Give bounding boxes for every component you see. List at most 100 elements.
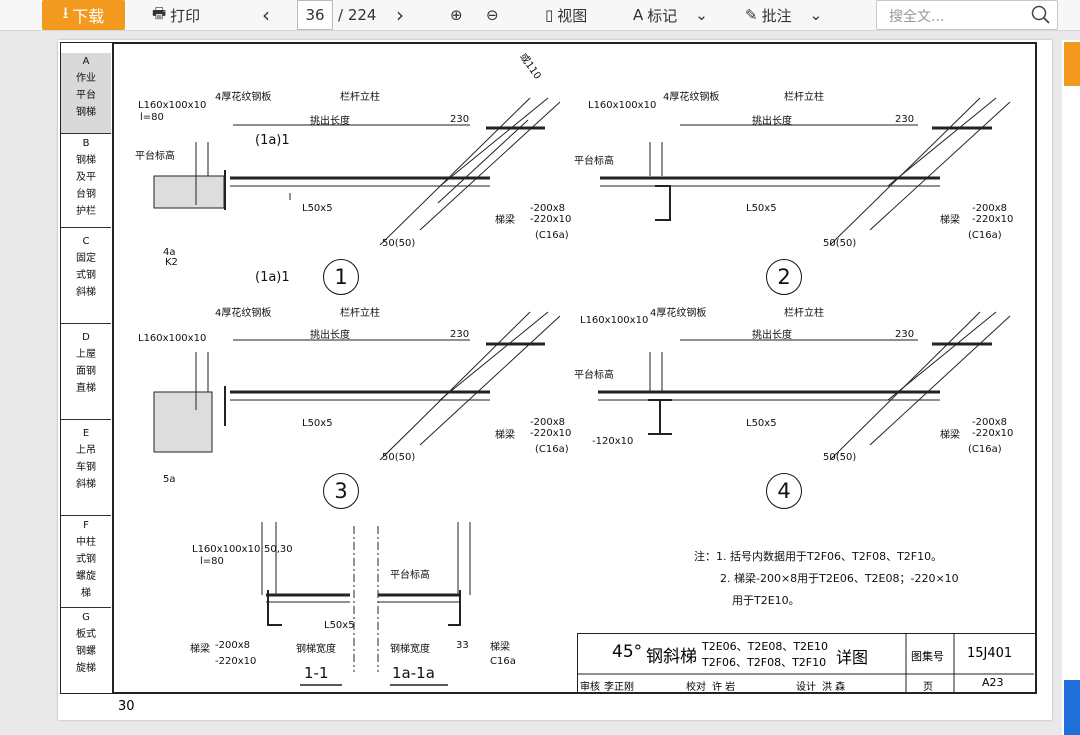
label-beam-4: 梯梁 — [940, 430, 960, 441]
label-width-1: 钢梯宽度 — [296, 644, 336, 655]
label-beam-a-2: -200x8 — [972, 203, 1007, 214]
label-angle-small: L50x5 — [302, 203, 333, 214]
label-beam-a-s: -200x8 — [215, 640, 250, 651]
page-number-input[interactable]: 36 — [297, 0, 333, 30]
label-post-2: 栏杆立柱 — [784, 92, 824, 103]
zoom-in-icon: ⊕ — [450, 6, 463, 24]
view-button[interactable]: ▯视图 — [545, 6, 588, 25]
zoom-out-button[interactable]: ⊖ — [486, 0, 499, 30]
label-section-1a: (1a)1 — [255, 133, 290, 148]
reviewer: 李正刚 — [604, 682, 634, 693]
label-plate-2: 4厚花纹钢板 — [663, 92, 720, 103]
label-33: 33 — [456, 640, 469, 651]
search-input[interactable]: 搜全文... — [876, 0, 1058, 30]
label-post: 栏杆立柱 — [340, 92, 380, 103]
label-angle-small-2: L50x5 — [746, 203, 777, 214]
page-label: 页 — [923, 682, 933, 693]
next-page-button[interactable]: › — [396, 0, 404, 30]
label-beam-b-3: -220x10 — [530, 428, 572, 439]
search-icon[interactable] — [1031, 5, 1051, 25]
label-platform-elev: 平台标高 — [135, 151, 175, 162]
zoom-out-icon: ⊖ — [486, 6, 499, 24]
label-plate-4: 4厚花纹钢板 — [650, 308, 707, 319]
section-label-1-1: 1-1 — [304, 664, 329, 682]
drawing-frame — [112, 42, 1037, 694]
title-suffix: 详图 — [836, 648, 869, 667]
panel-tab[interactable] — [1064, 42, 1080, 86]
page-value: A23 — [982, 676, 1004, 689]
label-angle-small-4: L50x5 — [746, 418, 777, 429]
document-page — [58, 40, 1052, 720]
label-platform-elev-2: 平台标高 — [574, 156, 614, 167]
label-l80: l=80 — [140, 112, 164, 123]
label-post-4: 栏杆立柱 — [784, 308, 824, 319]
label-plate: 4厚花纹钢板 — [215, 92, 272, 103]
label-beam-a: -200x8 — [530, 203, 565, 214]
detail-number-4: 4 — [766, 473, 802, 509]
chevron-down-icon: ⌄ — [809, 6, 823, 24]
set-label: 图集号 — [911, 650, 944, 663]
title-codes-bottom: T2F06、T2F08、T2F10 — [702, 656, 827, 669]
label-beam-c: (C16a) — [535, 230, 569, 241]
label-section-1a-b: (1a)1 — [255, 270, 290, 285]
label-angle-small-3: L50x5 — [302, 418, 333, 429]
label-beam-s2: 梯梁 — [490, 642, 510, 653]
page-total: / 224 — [338, 6, 377, 24]
download-button[interactable]: ⭳ 下载 — [42, 0, 125, 30]
right-panel — [1062, 40, 1080, 735]
label-angle-top-s: L160x100x10 — [192, 544, 261, 555]
highlight-icon: A — [633, 6, 644, 24]
label-post-3: 栏杆立柱 — [340, 308, 380, 319]
label-angle-top-2: L160x100x10 — [588, 100, 657, 111]
label-230: 230 — [450, 114, 470, 125]
printer-icon: 🖶 — [152, 3, 167, 22]
label-angle-top: L160x100x10 — [138, 100, 207, 111]
detail-number-1: 1 — [323, 259, 359, 295]
label-beam-c-4: (C16a) — [968, 444, 1002, 455]
panel-tab-blue[interactable] — [1064, 680, 1080, 735]
label-ref-5a: 5a — [163, 474, 176, 485]
label-ref-k2: K2 — [165, 257, 178, 268]
label-span-4: 挑出长度 — [752, 330, 792, 341]
title-angle: 45° — [612, 642, 643, 662]
label-230-2: 230 — [895, 114, 915, 125]
label-l80-s: l=80 — [200, 556, 224, 567]
label-beam-3: 梯梁 — [495, 430, 515, 441]
label-angle-top-3: L160x100x10 — [138, 333, 207, 344]
download-icon: ⭳ — [62, 2, 69, 22]
label-dim-50-4: 50(50) — [823, 452, 857, 463]
chevron-left-icon: ‹ — [262, 3, 270, 27]
label-ref-4a: 4a — [163, 247, 176, 258]
label-dim-50-3: 50(50) — [382, 452, 416, 463]
label-plate-120: -120x10 — [592, 436, 634, 447]
label-beam-a-3: -200x8 — [530, 417, 565, 428]
prev-page-button[interactable]: ‹ — [262, 0, 270, 30]
label-beam-2: 梯梁 — [940, 215, 960, 226]
checker: 许 岩 — [712, 682, 736, 693]
zoom-in-button[interactable]: ⊕ — [450, 0, 463, 30]
print-button[interactable]: 🖶 打印 — [152, 0, 200, 30]
drawing-notes: 注：1. 括号内数据用于T2F06、T2F08、T2F10。 2. 梯梁-200… — [694, 550, 959, 607]
review-label: 审核 — [580, 682, 600, 693]
label-beam-b: -220x10 — [530, 214, 572, 225]
set-value: 15J401 — [967, 646, 1013, 661]
design-label: 设计 — [796, 682, 816, 693]
annotate-button[interactable]: ✎批注 ⌄ — [745, 6, 823, 25]
view-icon: ▯ — [545, 6, 554, 24]
label-beam-b-2: -220x10 — [972, 214, 1014, 225]
page-number: 30 — [118, 699, 135, 714]
label-span-3: 挑出长度 — [310, 330, 350, 341]
detail-number-3: 3 — [323, 473, 359, 509]
label-beam-s: 梯梁 — [190, 644, 210, 655]
